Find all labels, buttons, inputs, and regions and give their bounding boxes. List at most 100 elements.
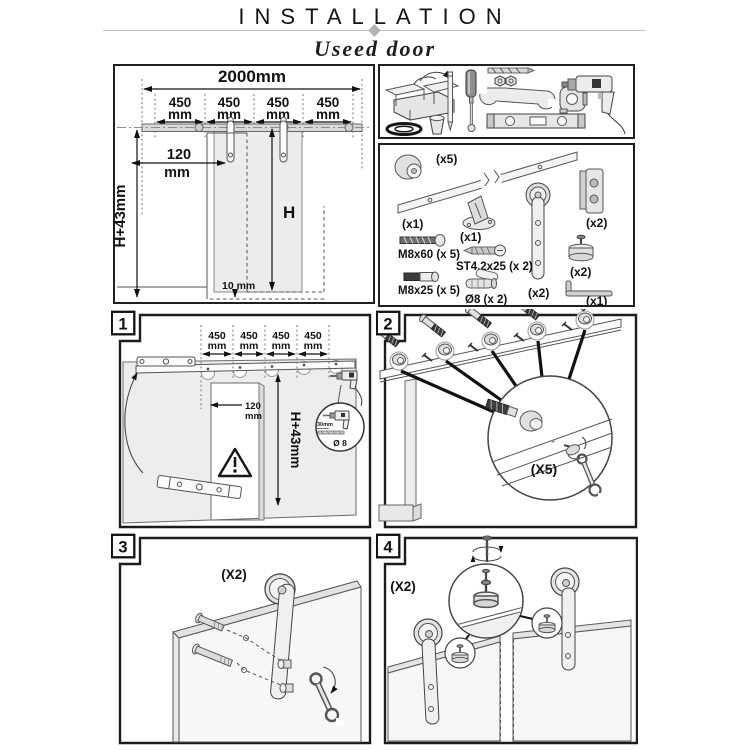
svg-text:mm: mm [245, 411, 262, 422]
right-small-inset [531, 607, 563, 639]
page-subtitle: Useed door [313, 36, 437, 61]
bolt-m8x60-label: M8x60 (x 5) [398, 249, 460, 261]
svg-text:mm: mm [168, 107, 192, 122]
left-hanger [413, 618, 443, 725]
svg-text:mm: mm [164, 165, 190, 181]
spacer [389, 351, 409, 371]
plug-label: Ø8 (x 2) [465, 294, 507, 305]
dim-wall-height: H+43mm [115, 185, 129, 248]
allen-qty: (x1) [586, 294, 607, 305]
rotate-arrow-icon [322, 666, 338, 694]
step-1-number: 1 [118, 316, 127, 334]
check-level-arrow [124, 372, 144, 474]
screw-st-label: ST4.2x25 (x 2) [456, 261, 533, 273]
svg-text:mm: mm [304, 340, 323, 352]
step-3-panel: (X2) [111, 532, 373, 746]
wall-edge [378, 378, 422, 522]
tools-panel [378, 64, 635, 139]
step-3-number: 3 [118, 539, 127, 557]
bolt-m8x25-label: M8x25 (x 5) [398, 285, 460, 297]
disc-and-wrench [563, 444, 580, 456]
barrel-nuts [277, 659, 294, 693]
track [117, 123, 370, 132]
hanger-straps [226, 116, 288, 163]
step-4-badge [376, 533, 401, 559]
spacer-qty: (x5) [436, 152, 457, 166]
wall-plug-icon [465, 268, 499, 289]
step-4-panel: (X2) [376, 532, 638, 746]
dim-total: 2000mm [218, 67, 286, 86]
dim-floor-gap: 10 mm [222, 280, 255, 292]
drill-icon [561, 75, 626, 135]
right-hanger [550, 567, 580, 671]
nuts-icon [494, 75, 517, 87]
track-on-wall [135, 360, 356, 380]
bolt-m8x60-icon [399, 234, 446, 247]
thimble-icon [429, 114, 445, 135]
svg-text:mm: mm [316, 107, 340, 122]
screw-st-icon [462, 244, 506, 257]
track-rail-icon [397, 151, 578, 214]
disc-qty: (x2) [570, 265, 591, 279]
svg-text:450: 450 [218, 95, 241, 110]
step4-qty: (X2) [390, 579, 416, 594]
svg-text:450: 450 [240, 330, 258, 342]
step1-offset-label: 120 mm [245, 401, 262, 422]
callout-lines [400, 329, 587, 414]
warning-triangle-icon [217, 447, 253, 478]
step-3-badge [111, 533, 136, 559]
drill-dia-label: Ø 8 [333, 438, 347, 448]
tape-measure-icon [559, 86, 588, 114]
svg-text:mm: mm [208, 340, 227, 352]
hanger-qty: (x2) [528, 286, 549, 300]
door-stop-icon [579, 168, 604, 214]
svg-text:mm: mm [240, 340, 259, 352]
spacer [481, 331, 501, 351]
spacer [435, 341, 455, 361]
allen-key-icon [565, 280, 613, 297]
door-gap-hidden-lines [500, 639, 514, 741]
callout-line [465, 634, 470, 640]
parts-panel: (x5) (x1) (x1) (x2) [378, 143, 635, 307]
svg-text:450: 450 [169, 95, 192, 110]
svg-text:450: 450 [272, 330, 290, 342]
bolt-detail-inset: (X5) [484, 375, 613, 501]
drill-depth-label: 30mm [317, 422, 333, 428]
guide-line [236, 662, 284, 687]
bolt-m8x25 [195, 612, 225, 632]
tilted-level [156, 474, 242, 500]
svg-text:120: 120 [245, 401, 261, 412]
guide-qty: (x1) [460, 230, 481, 244]
step1-height-label: H+43mm [288, 412, 303, 469]
stop-qty: (x2) [586, 216, 607, 230]
bolt-m8x25 [191, 643, 234, 667]
svg-text:450: 450 [267, 95, 290, 110]
page-title: INSTALLATION [238, 4, 512, 29]
toolbox-icon [384, 76, 460, 121]
door-jamb [258, 382, 265, 521]
svg-text:mm: mm [217, 107, 241, 122]
cable-coil-icon [385, 122, 423, 136]
floor-guide-icon [462, 195, 496, 230]
wrench-icon [478, 86, 557, 110]
drill-detail-inset: 30mm Ø 8 [315, 402, 365, 452]
spirit-level-icon [486, 113, 586, 129]
spacer [527, 321, 547, 341]
step-3-illustration: (X2) [111, 533, 372, 745]
svg-text:450: 450 [304, 330, 322, 342]
step-1-badge [111, 310, 136, 336]
svg-text:mm: mm [272, 340, 291, 352]
step-2-number: 2 [383, 316, 392, 334]
step-2-panel: (X5) 2 [376, 309, 638, 530]
anti-jump-disc-icon [568, 234, 594, 262]
dim-door-height: H [283, 203, 295, 222]
tools-illustration [384, 67, 626, 136]
pencil-icon [447, 71, 454, 132]
wrench-icon [309, 672, 344, 726]
wall-spacer-icon [394, 154, 422, 180]
spacer [575, 310, 595, 330]
